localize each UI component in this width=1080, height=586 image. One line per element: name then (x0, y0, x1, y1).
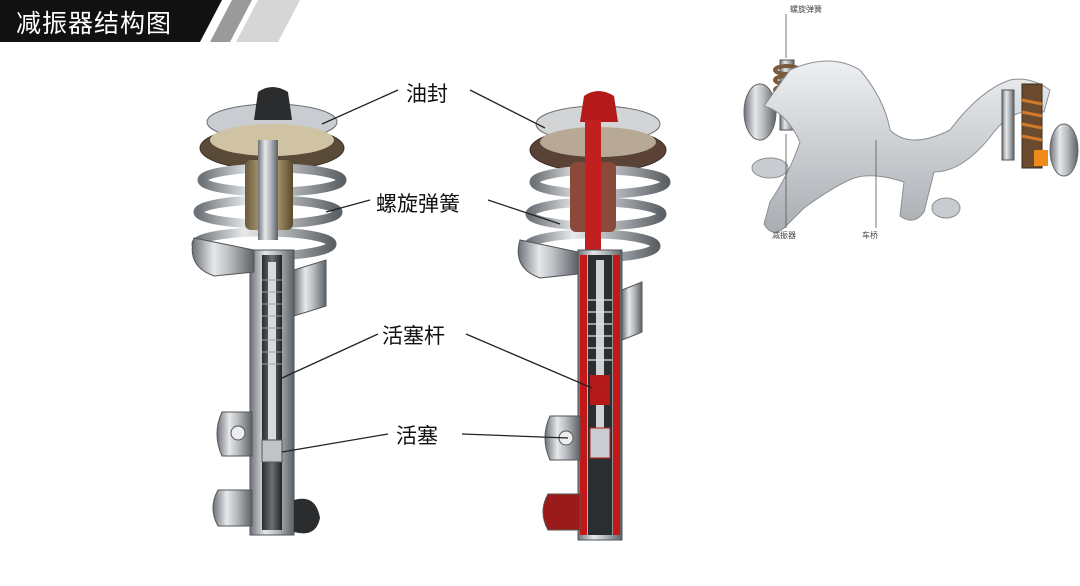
label-coil-spring: 螺旋弹簧 (376, 192, 460, 216)
title-banner: 减振器结构图 (0, 0, 300, 42)
page-title: 减振器结构图 (16, 9, 173, 38)
inset-label-coil-spring: 螺旋弹簧 (790, 5, 822, 14)
left-strut-cutaway (191, 87, 347, 536)
right-strut-cutaway (517, 91, 671, 541)
label-oil-seal: 油封 (406, 82, 448, 106)
inset-label-axle: 车桥 (862, 231, 878, 240)
label-piston-rod: 活塞杆 (382, 324, 445, 348)
inset-label-shock-absorber: 减振器 (772, 231, 796, 240)
suspension-inset (743, 14, 1079, 233)
leader-lines (281, 89, 593, 453)
banner-shape (0, 0, 300, 42)
label-piston: 活塞 (396, 424, 438, 448)
